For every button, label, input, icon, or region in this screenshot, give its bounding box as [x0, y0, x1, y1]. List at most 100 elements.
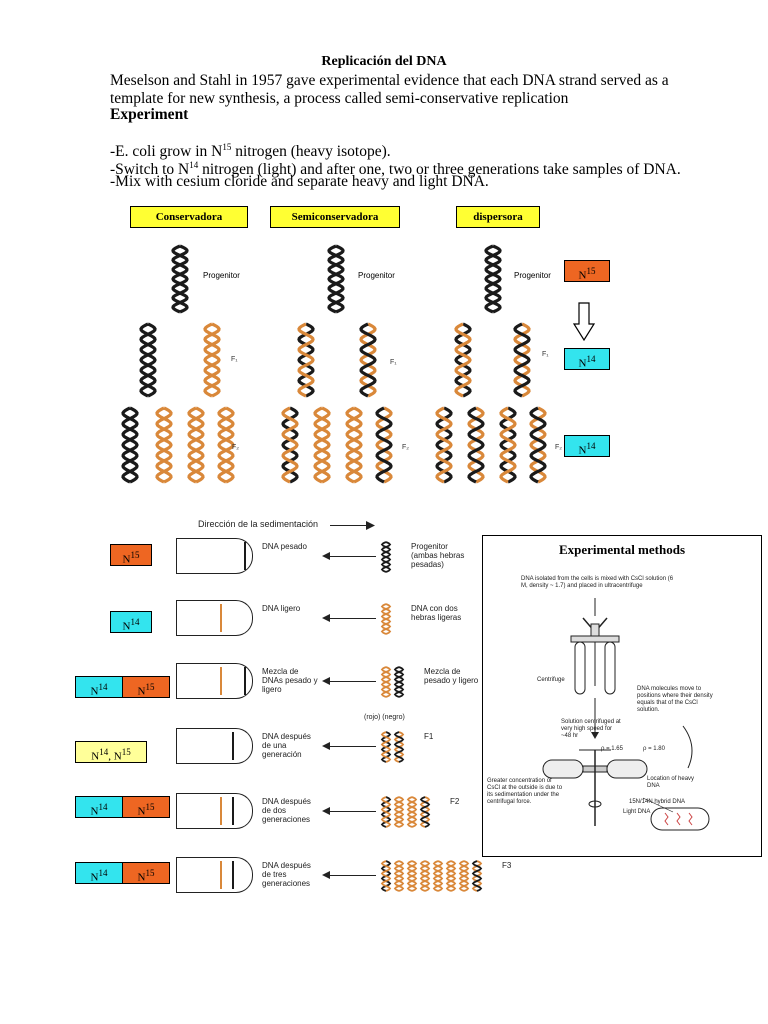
- dna-band: [220, 604, 222, 632]
- dna-band: [220, 667, 222, 695]
- experimental-methods-heading: Experimental methods: [558, 542, 686, 557]
- n14-box-f2: N14: [564, 435, 610, 457]
- sedimentation-arrowhead-icon: [366, 521, 375, 530]
- n14-box-row2: N14: [110, 611, 152, 633]
- row-arrow: [326, 556, 376, 557]
- tube-open-end: [176, 857, 183, 893]
- f2-helix-cons-d: [217, 406, 235, 484]
- dna-band: [244, 542, 246, 570]
- progenitor-label-3: Progenitor: [514, 271, 551, 280]
- tube-label: DNA ligero: [262, 604, 301, 613]
- f2-helix-cons-b: [155, 406, 173, 484]
- sample-description: Progenitor (ambas hebras pesadas): [411, 542, 465, 569]
- progenitor-label-1: Progenitor: [203, 271, 240, 280]
- dna-band: [232, 732, 234, 760]
- f2-helix-disp-a: [435, 406, 453, 484]
- tube-open-end: [176, 538, 183, 574]
- tube-label: DNA después de una generación: [262, 732, 311, 759]
- f1-helix-semi-b: [359, 322, 377, 398]
- replication-models-diagram: Progenitor Progenitor Progenitor F₁ F₁ F…: [121, 244, 562, 484]
- n14-box-row6: N14: [75, 862, 123, 884]
- sample-dna-helices: [380, 541, 392, 573]
- f1-helix-cons-a: [139, 322, 157, 398]
- f1-label-1: F₁: [231, 356, 238, 363]
- f2-label-1: F₂: [232, 444, 239, 451]
- n14-box-row3: N14: [75, 676, 123, 698]
- sample-dna-helices: [380, 666, 405, 698]
- down-arrow-icon: [572, 302, 596, 342]
- row-arrow: [326, 875, 376, 876]
- step-1: -E. coli grow in N15 nitrogen (heavy iso…: [110, 142, 391, 161]
- f2-helix-semi-a: [281, 406, 299, 484]
- model-conservative-label: Conservadora: [130, 206, 248, 228]
- page-title: Replicación del DNA: [321, 54, 447, 69]
- row-arrowhead-icon: [322, 871, 330, 879]
- model-semiconservative-label: Semiconservadora: [270, 206, 400, 228]
- hybrid-dna-label: 15N/14N hybrid DNA: [629, 799, 686, 805]
- f1-helix-semi-a: [297, 322, 315, 398]
- centrifuge-tube: [176, 728, 253, 764]
- centrifuge-label: Centrifuge: [537, 677, 565, 683]
- f1-helix-disp-a: [454, 322, 472, 398]
- dna-band: [232, 797, 234, 825]
- n15-box-top: N15: [564, 260, 610, 282]
- row-arrowhead-icon: [322, 807, 330, 815]
- step-3: -Mix with cesium cloride and separate he…: [110, 173, 489, 190]
- tube-label: Mezcla de DNAs pesado y ligero: [262, 667, 318, 694]
- progenitor-helix-semiconservative: [327, 244, 345, 314]
- centrifuge-tube: [176, 600, 253, 636]
- f2-helix-semi-d: [375, 406, 393, 484]
- f2-helix-disp-c: [499, 406, 517, 484]
- sample-description: DNA con dos hebras ligeras: [411, 604, 462, 622]
- n15-box-row5: N15: [122, 796, 170, 818]
- method-note-2: Solution centrifuged at very high speed …: [561, 719, 621, 739]
- rho-2-label: ρ = 1.80: [643, 746, 665, 752]
- f1-label-2: F₁: [390, 359, 397, 366]
- n14-n15-box-row4: N14, N15: [75, 741, 147, 763]
- tube-label: DNA después de tres generaciones: [262, 861, 311, 888]
- experimental-methods-panel: Experimental methods DNA isolated from t…: [482, 535, 762, 857]
- rojo-negro-label: (rojo) (negro): [364, 714, 405, 721]
- sample-dna-helices: [380, 731, 405, 763]
- centrifuge-tube: [176, 857, 253, 893]
- f2-helix-semi-b: [313, 406, 331, 484]
- progenitor-label-2: Progenitor: [358, 271, 395, 280]
- tube-label: DNA pesado: [262, 542, 307, 551]
- centrifuge-illustration: [542, 598, 710, 831]
- f1-helix-cons-b: [203, 322, 221, 398]
- row-arrowhead-icon: [322, 677, 330, 685]
- dna-band: [220, 797, 222, 825]
- tube-label: DNA después de dos generaciones: [262, 797, 311, 824]
- intro-line-1: Meselson and Stahl in 1957 gave experime…: [110, 72, 669, 89]
- sample-dna-helices: [380, 860, 483, 892]
- f2-helix-disp-b: [467, 406, 485, 484]
- n14-box-row5: N14: [75, 796, 123, 818]
- tube-open-end: [176, 600, 183, 636]
- f2-label-2: F₂: [402, 444, 409, 451]
- n15-box-row1: N15: [110, 544, 152, 566]
- row-arrow: [326, 811, 376, 812]
- method-note-4: Greater concentration of CsCl at the out…: [487, 778, 563, 805]
- f2-helix-cons-a: [121, 406, 139, 484]
- rho-1-label: ρ = 1.65: [601, 746, 623, 752]
- dna-band: [232, 861, 234, 889]
- experiment-heading: Experiment: [110, 106, 189, 123]
- centrifuge-tube: [176, 793, 253, 829]
- row-arrow: [326, 681, 376, 682]
- f2-label-3: F₂: [555, 444, 562, 451]
- dna-band: [220, 861, 222, 889]
- row-arrowhead-icon: [322, 614, 330, 622]
- row-arrow: [326, 618, 376, 619]
- model-dispersive-label: dispersora: [456, 206, 540, 228]
- n14-box-f1: N14: [564, 348, 610, 370]
- tube-open-end: [176, 728, 183, 764]
- light-dna-label: Light DNA: [623, 809, 651, 815]
- method-note-3: DNA molecules move to positions where th…: [637, 686, 713, 713]
- sedimentation-arrow: [330, 525, 370, 526]
- row-arrowhead-icon: [322, 742, 330, 750]
- f2-helix-semi-c: [345, 406, 363, 484]
- method-note-1: DNA isolated from the cells is mixed wit…: [521, 576, 674, 589]
- sample-description: F3: [502, 861, 512, 870]
- n15-box-row6: N15: [122, 862, 170, 884]
- f2-helix-disp-d: [529, 406, 547, 484]
